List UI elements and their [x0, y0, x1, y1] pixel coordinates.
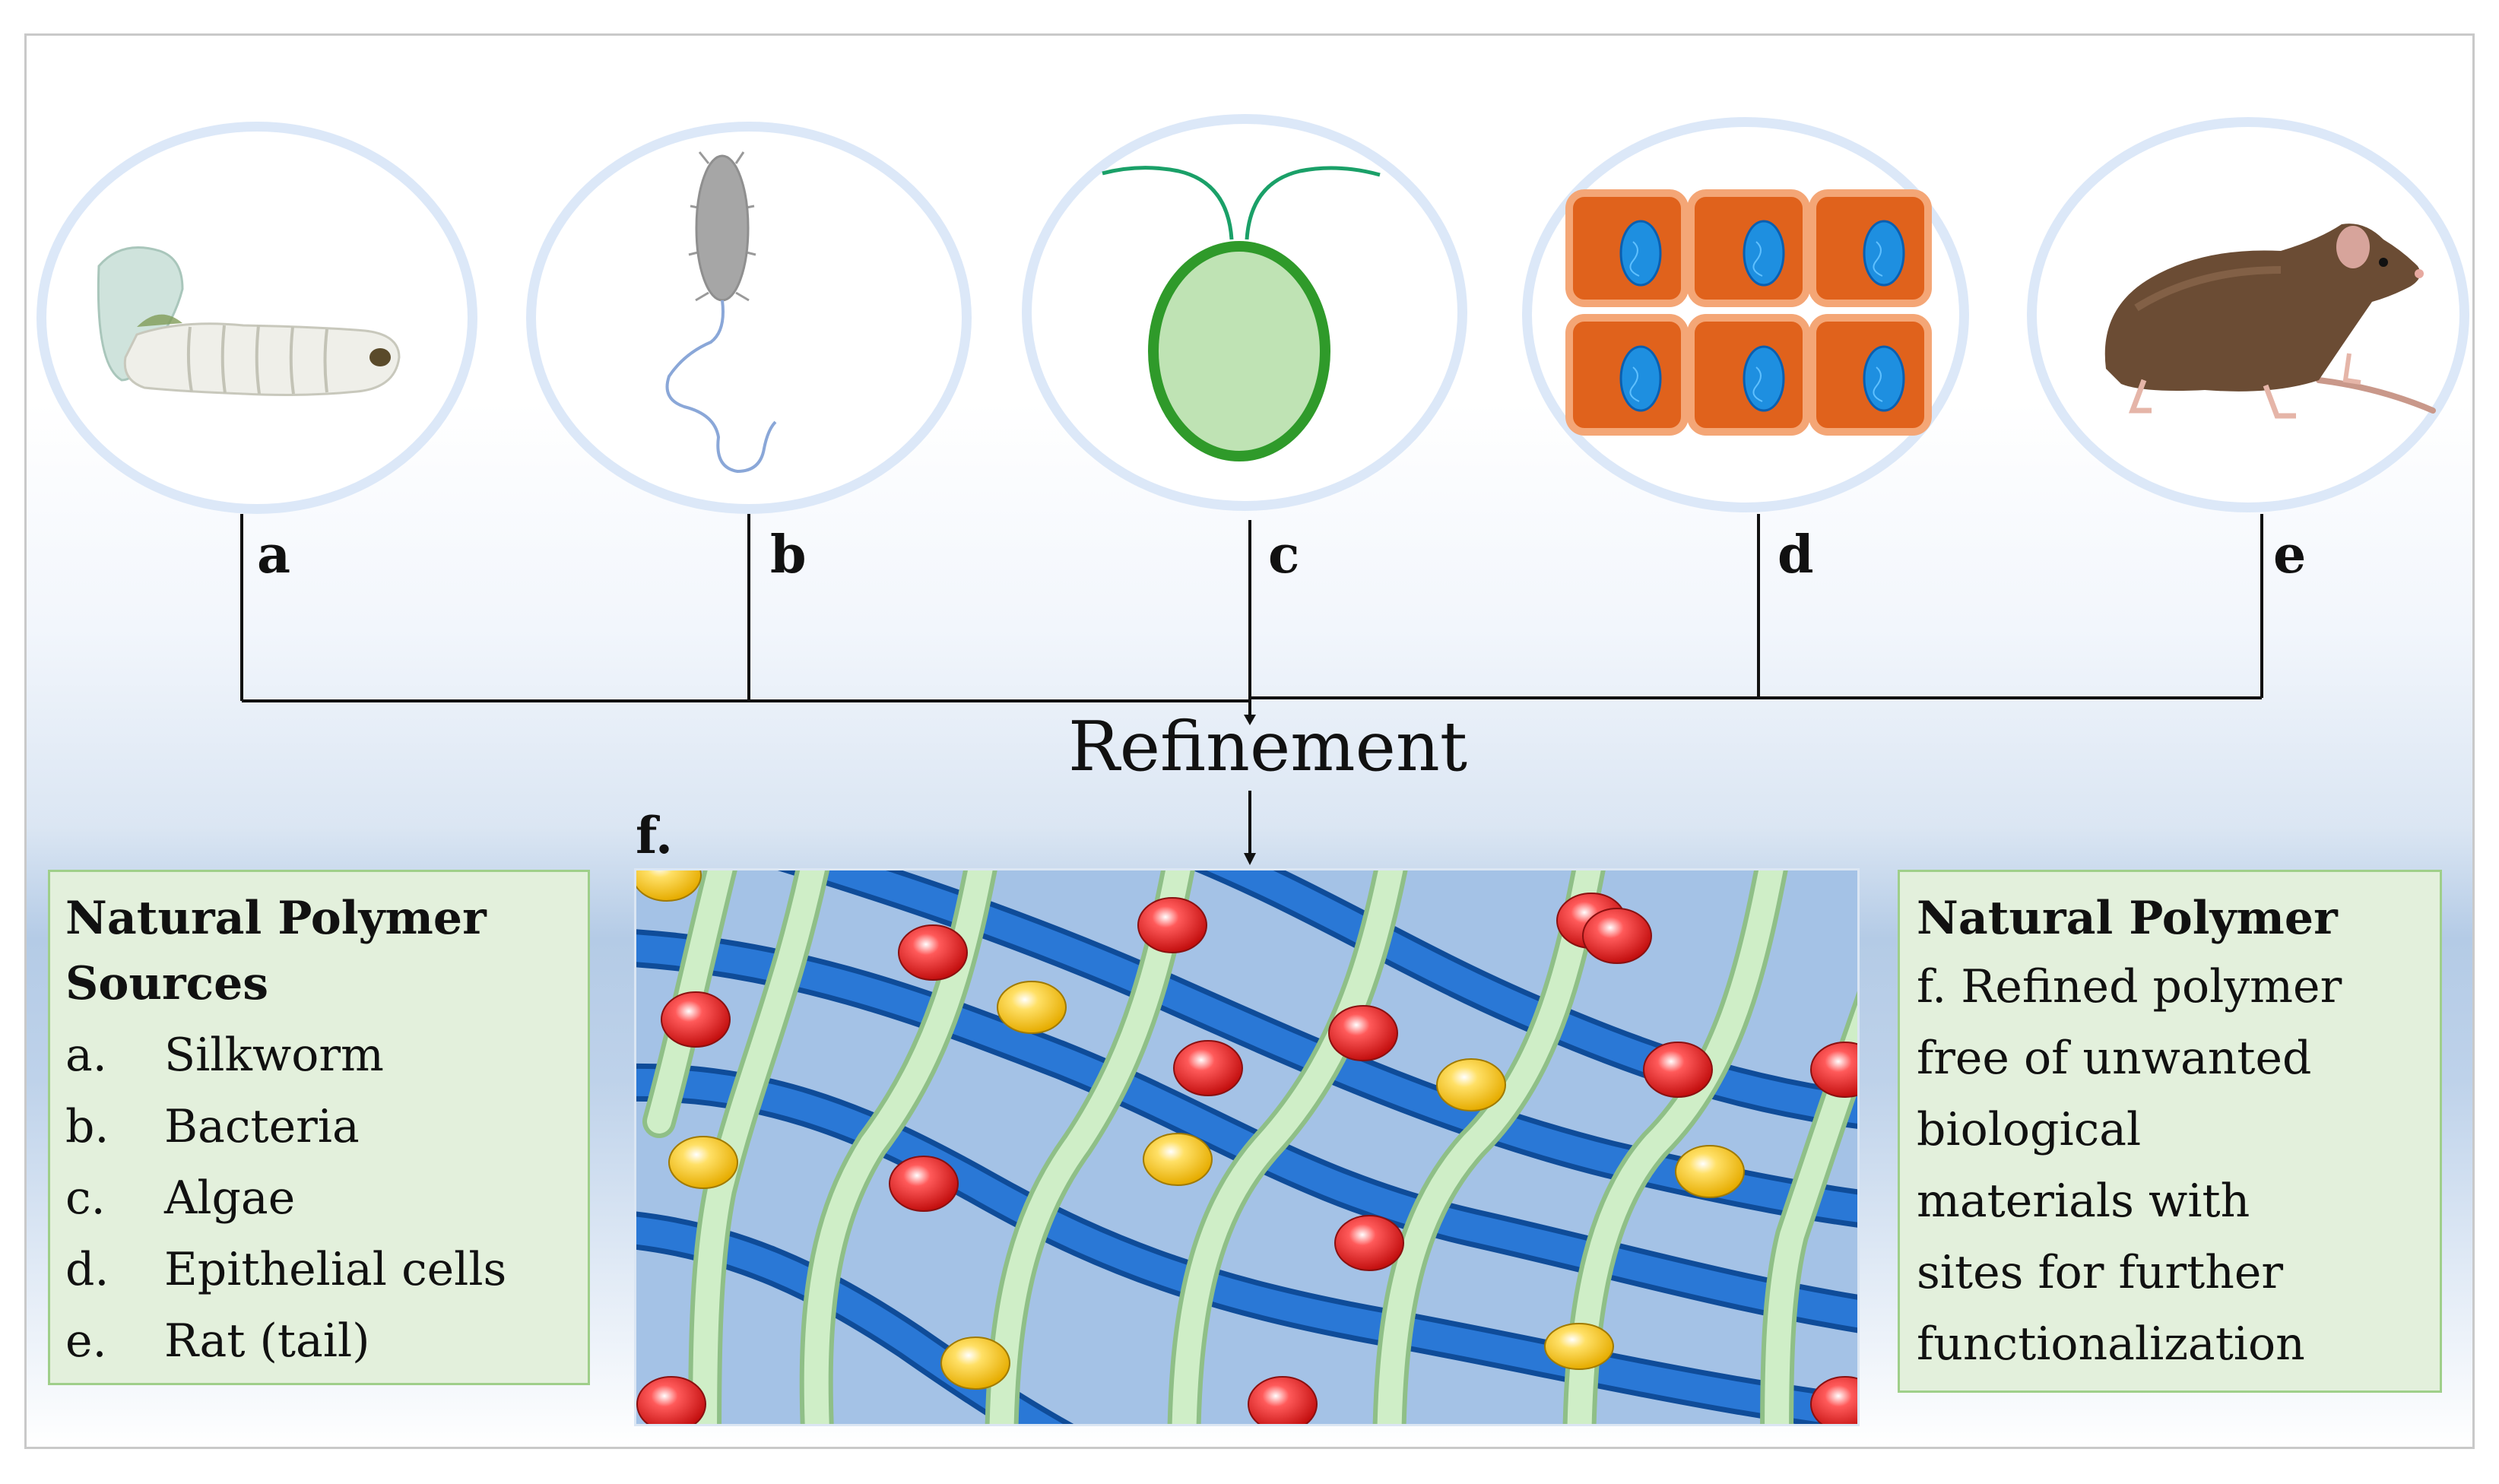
bacteria-icon — [665, 151, 777, 474]
label-e: e — [2273, 525, 2307, 585]
list-item: c. Algae — [65, 1162, 572, 1234]
list-item-text: Silkworm — [164, 1029, 384, 1082]
description-line: biological — [1917, 1103, 2142, 1156]
description-line: materials with — [1917, 1175, 2250, 1228]
list-item: e. Rat (tail) — [65, 1305, 572, 1377]
rat-icon — [2104, 224, 2436, 419]
f-label: f. — [636, 806, 674, 865]
list-item-key: e. — [65, 1314, 107, 1368]
sources-title-line2: Sources — [65, 957, 269, 1010]
list-item-key: d. — [65, 1243, 109, 1296]
description-line: free of unwanted — [1917, 1032, 2312, 1085]
list-item-key: a. — [65, 1029, 107, 1082]
sources-title-line1: Natural Polymer — [65, 892, 487, 945]
list-item-text: Epithelial cells — [164, 1243, 507, 1296]
list-item: b. Bacteria — [65, 1091, 572, 1162]
epithelial-cells-icon — [1565, 189, 1932, 436]
silkworm-icon — [97, 246, 401, 396]
list-item-key: c. — [65, 1172, 106, 1225]
list-item: d. Epithelial cells — [65, 1234, 572, 1305]
description-line: f. Refined polymer — [1917, 960, 2342, 1013]
description-line: functionalization — [1917, 1318, 2305, 1371]
description-line: sites for further — [1917, 1246, 2284, 1299]
list-item-key: b. — [65, 1100, 109, 1153]
list-item: a. Silkworm — [65, 1019, 572, 1091]
polymer-network-image — [634, 868, 1860, 1426]
label-c: c — [1268, 525, 1300, 585]
label-d: d — [1778, 525, 1814, 585]
list-item-text: Rat (tail) — [164, 1314, 370, 1368]
list-item-text: Algae — [164, 1172, 296, 1225]
algae-icon — [1102, 166, 1381, 461]
sources-legend-panel: Natural Polymer Sources a. Silkworm b. Bac… — [48, 870, 590, 1385]
label-b: b — [770, 525, 807, 585]
label-a: a — [257, 525, 291, 585]
natural-polymer-panel: Natural Polymer f. Refined polymer free … — [1898, 870, 2442, 1393]
refinement-label: Refinement — [1068, 707, 1468, 787]
list-item-text: Bacteria — [164, 1100, 360, 1153]
natural-polymer-title: Natural Polymer — [1917, 892, 2338, 945]
